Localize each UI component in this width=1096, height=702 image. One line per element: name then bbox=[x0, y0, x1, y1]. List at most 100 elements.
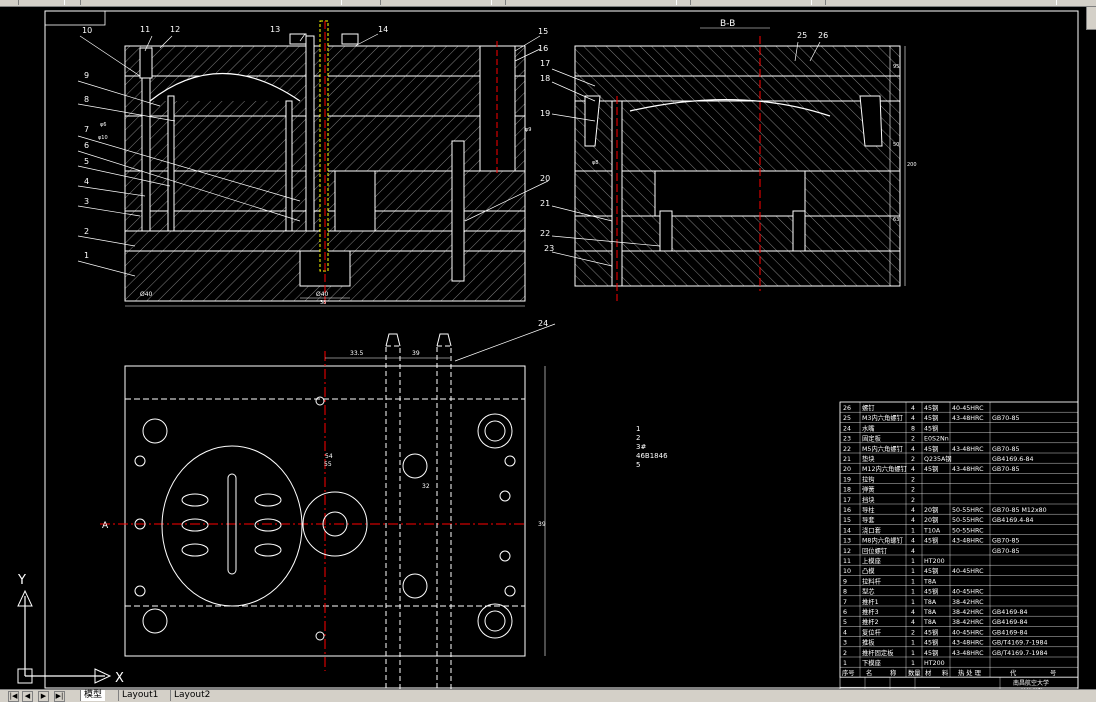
bb-dimensions: 95 50 63 200 φ8 φ9 bbox=[525, 64, 917, 223]
bom-cell: 18 bbox=[843, 487, 851, 494]
svg-text:19: 19 bbox=[540, 109, 550, 118]
svg-text:50: 50 bbox=[893, 142, 899, 148]
bom-cell: 4 bbox=[911, 609, 915, 616]
bom-cell: 43-48HRC bbox=[952, 446, 984, 453]
svg-text:39: 39 bbox=[412, 350, 420, 357]
bom-cell: 推杆1 bbox=[862, 597, 879, 606]
bom-cell: 45钢 bbox=[924, 445, 938, 453]
bb-section-view bbox=[574, 36, 906, 301]
bom-cell: E0S2Nn bbox=[924, 436, 949, 443]
bom-cell: 1 bbox=[911, 578, 915, 585]
svg-text:63: 63 bbox=[893, 217, 899, 223]
bom-cell: 4 bbox=[911, 415, 915, 422]
bom-cell: 凸模 bbox=[862, 566, 875, 575]
svg-text:54: 54 bbox=[325, 453, 333, 460]
bom-cell: 2 bbox=[911, 456, 915, 463]
svg-text:10: 10 bbox=[82, 26, 92, 35]
bom-header-cell: 材 bbox=[925, 668, 932, 677]
svg-text:14: 14 bbox=[378, 25, 388, 34]
bom-header-cell: 名 bbox=[866, 668, 872, 677]
bom-cell: 7 bbox=[843, 599, 847, 606]
bom-cell: M8内六角螺钉 bbox=[862, 536, 904, 545]
toolbar-field[interactable] bbox=[380, 0, 492, 5]
vertical-scrollbar[interactable] bbox=[1086, 6, 1096, 689]
bom-header-cell: 热 处 理 bbox=[958, 668, 982, 677]
section-label-bb: B-B bbox=[720, 19, 735, 29]
svg-text:46B1846: 46B1846 bbox=[636, 452, 668, 460]
bom-cell: 拉料杆 bbox=[862, 576, 882, 585]
svg-text:φ8: φ8 bbox=[592, 160, 598, 166]
bom-cell: 40-45HRC bbox=[952, 405, 984, 412]
bom-cell: 推杆3 bbox=[862, 607, 879, 616]
bom-cell: 5 bbox=[843, 619, 847, 626]
bom-cell: 20钢 bbox=[924, 516, 938, 524]
front-leaders bbox=[77, 33, 556, 362]
svg-text:Ø40: Ø40 bbox=[140, 291, 153, 298]
bom-cell: 6 bbox=[843, 609, 847, 616]
svg-text:18: 18 bbox=[540, 74, 550, 83]
toolbar-field[interactable] bbox=[18, 0, 65, 5]
svg-text:200: 200 bbox=[907, 162, 917, 168]
toolbar-field[interactable] bbox=[80, 0, 342, 5]
bom-cell: 45钢 bbox=[924, 567, 938, 575]
technical-notes: 1 2 3# 46B1846 5 bbox=[636, 425, 668, 469]
tab-model[interactable]: 模型 bbox=[80, 690, 106, 701]
bom-cell: 1 bbox=[911, 599, 915, 606]
svg-text:39: 39 bbox=[538, 521, 546, 528]
bom-cell: 水嘴 bbox=[862, 423, 875, 432]
bom-cell: 推杆2 bbox=[862, 617, 879, 626]
bom-cell: 40-45HRC bbox=[952, 589, 984, 596]
ucs-y-label: Y bbox=[17, 573, 26, 588]
bom-cell: 2 bbox=[843, 650, 847, 657]
bom-cell: 4 bbox=[911, 548, 915, 555]
bom-cell: 45钢 bbox=[924, 588, 938, 596]
bom-cell: 复位杆 bbox=[862, 627, 882, 636]
svg-text:8: 8 bbox=[84, 95, 89, 104]
bom-cell: 1 bbox=[911, 650, 915, 657]
bom-cell: 43-48HRC bbox=[952, 466, 984, 473]
plan-label-a: A bbox=[102, 521, 109, 531]
bom-cell: 挡块 bbox=[862, 495, 875, 504]
svg-text:13: 13 bbox=[270, 25, 280, 34]
toolbar-field[interactable] bbox=[825, 0, 1057, 5]
dim-phi40: Ø40 bbox=[316, 291, 329, 298]
school-name: 南昌航空大学 bbox=[1013, 679, 1049, 687]
bom-cell: 2 bbox=[911, 487, 915, 494]
ucs-icon: Y X bbox=[17, 573, 124, 686]
svg-text:1: 1 bbox=[84, 251, 89, 260]
first-tab-button[interactable]: |◀ bbox=[8, 691, 19, 702]
bom-cell: 3 bbox=[843, 640, 847, 647]
tab-layout1[interactable]: Layout1 bbox=[118, 690, 161, 701]
bom-header-cell: 序号 bbox=[842, 668, 855, 677]
svg-text:4: 4 bbox=[84, 177, 89, 186]
bom-cell: 16 bbox=[843, 507, 851, 514]
svg-text:17: 17 bbox=[540, 59, 550, 68]
toolbar-field[interactable] bbox=[690, 0, 812, 5]
next-tab-button[interactable]: ▶ bbox=[38, 691, 49, 702]
bom-cell: T8A bbox=[923, 599, 937, 606]
toolbar-field[interactable] bbox=[505, 0, 677, 5]
frame-corner-box bbox=[44, 10, 106, 26]
cad-model-space[interactable]: Ø40 Ø40 38 φ6 φ10 10 11 12 13 14 15 16 1… bbox=[0, 6, 1096, 689]
bom-cell: 45钢 bbox=[924, 537, 938, 545]
prev-tab-button[interactable]: ◀ bbox=[22, 691, 33, 702]
bom-cell: 45钢 bbox=[924, 414, 938, 422]
bom-cell: GB70-85 bbox=[992, 466, 1020, 473]
bom-cell: 4 bbox=[911, 446, 915, 453]
bom-cell: 1 bbox=[911, 527, 915, 534]
bom-cell: GB4169-84 bbox=[992, 629, 1028, 636]
bom-cell: 38-42HRC bbox=[952, 599, 984, 606]
svg-text:3: 3 bbox=[84, 197, 89, 206]
bom-cell: 4 bbox=[911, 538, 915, 545]
bom-cell: 25 bbox=[843, 415, 851, 422]
last-tab-button[interactable]: ▶| bbox=[54, 691, 65, 702]
ucs-x-label: X bbox=[115, 671, 124, 686]
tab-layout2[interactable]: Layout2 bbox=[170, 690, 213, 701]
bom-cell: 9 bbox=[843, 578, 847, 585]
bom-header-cell: 号 bbox=[1050, 669, 1056, 677]
bom-cell: 8 bbox=[843, 589, 847, 596]
svg-text:20: 20 bbox=[540, 174, 550, 183]
svg-text:7: 7 bbox=[84, 125, 89, 134]
svg-text:33.5: 33.5 bbox=[350, 350, 364, 357]
